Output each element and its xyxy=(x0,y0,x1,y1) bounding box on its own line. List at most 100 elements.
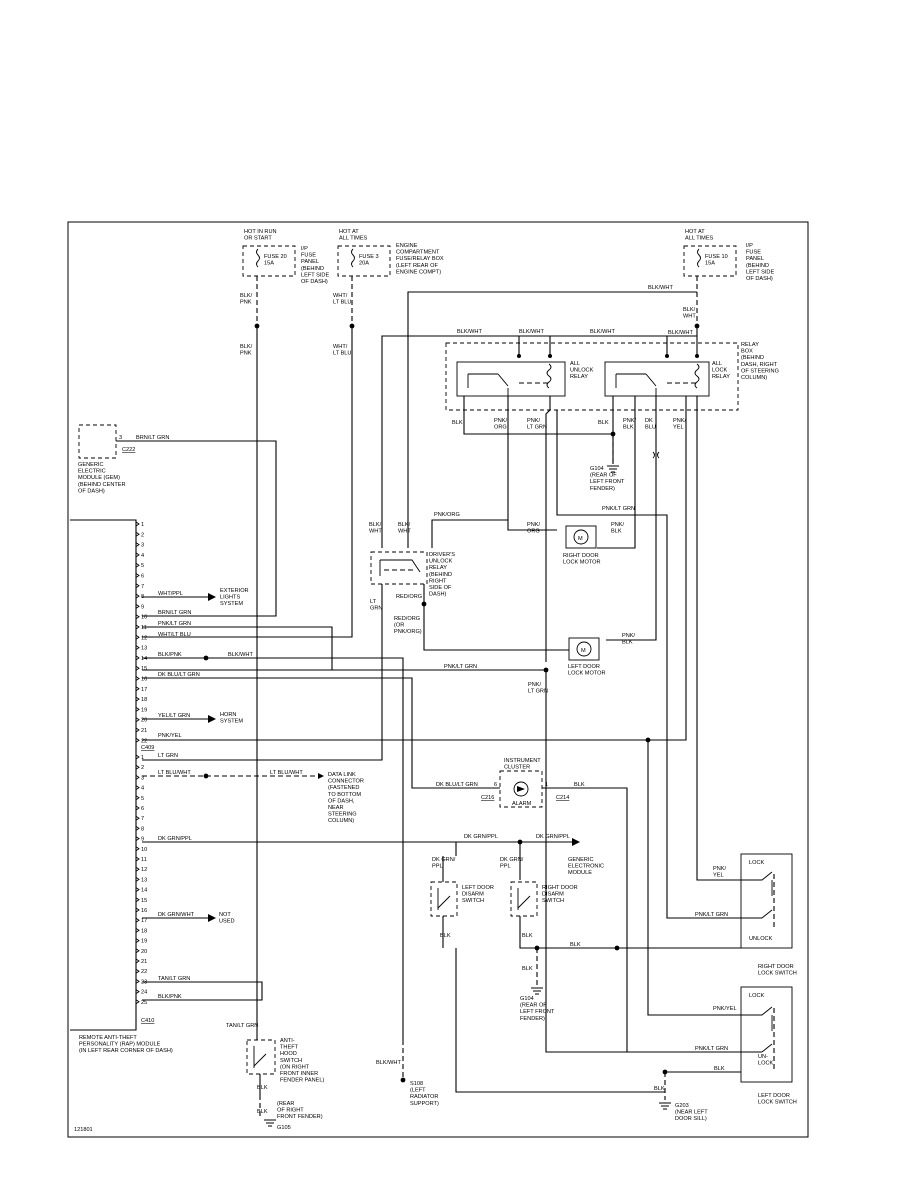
figure-id: 121801 xyxy=(74,1127,93,1133)
wire-blk-right-disarm: BLK xyxy=(522,933,533,939)
c410-pin-arrow xyxy=(135,979,140,984)
c409-pin-arrow xyxy=(135,676,140,681)
c410-pin-arrow xyxy=(135,948,140,954)
connector-c410-pins: 1234567891011121314151617181920212223242… xyxy=(135,754,147,1006)
c409-pin-label: 16 xyxy=(141,677,147,683)
c409-pin-label: 11 xyxy=(141,625,147,631)
wire-wht-ltblu-lower: WHT/LT BLU xyxy=(333,344,351,357)
wire-blk-wht-driver-a: BLK/WHT xyxy=(369,522,382,535)
c409-pin-label: 21 xyxy=(141,728,147,734)
c409-pin-arrow xyxy=(135,686,140,692)
alarm-label: ALARM xyxy=(512,801,532,807)
c409-pin-label: 4 xyxy=(141,553,144,559)
wire-wht-ppl: WHT/PPL xyxy=(158,591,183,597)
c409-pin-arrow xyxy=(135,696,140,702)
c409-pin-label: 1 xyxy=(141,522,144,528)
wire-blk-pnk-upper: BLK/PNK xyxy=(240,293,253,306)
c409-pin-arrow xyxy=(135,727,140,733)
c409-pin-arrow xyxy=(135,717,140,723)
motor-m-right: M xyxy=(578,536,583,542)
c410-pin-arrow xyxy=(135,968,140,974)
c409-pin-label: 13 xyxy=(141,646,147,652)
c410-pin-arrow xyxy=(135,754,140,760)
c410-pin-arrow xyxy=(135,887,140,892)
c409-pin-label: 5 xyxy=(141,563,144,569)
wire-blk-cluster: BLK xyxy=(574,782,585,788)
left-lock-switch-lock: LOCK xyxy=(749,993,765,999)
connector-c214: C214 xyxy=(556,795,569,801)
wire-pnk-org-driver: PNK/ORG xyxy=(434,512,460,518)
c409-pin-arrow xyxy=(135,531,140,537)
wire-blk-wht-f10: BLK/WHT xyxy=(683,307,696,320)
c409-pin-label: 22 xyxy=(141,738,147,744)
wire-pnk-ltgrn-left-switch: PNK/LT GRN xyxy=(695,1046,728,1052)
cluster-pin-6: 6 xyxy=(494,782,497,788)
wire-blk-wht-pin14: BLK/WHT xyxy=(228,652,253,658)
wire-blk-pnk-lower: BLK/PNK xyxy=(240,344,253,357)
wire-ltblu-wht-b: LT BLU/WHT xyxy=(270,770,303,776)
wire-pnk-ltgrn-pin11: PNK/LT GRN xyxy=(158,621,191,627)
cluster-pin-1: 1 xyxy=(545,782,548,788)
wire-blk-pnk-pin14: BLK/PNK xyxy=(158,652,182,658)
wire-pnk-yel-left-switch: PNK/YEL xyxy=(713,1006,737,1012)
c410-pin-label: 8 xyxy=(141,826,144,832)
c410-pin-arrow xyxy=(135,764,140,770)
wire-dkgrn-ppl-pin: DK GRN/PPL xyxy=(158,836,192,842)
wire-pnk-blk-motor: PNK/BLK xyxy=(611,522,625,535)
c410-pin-label: 13 xyxy=(141,877,147,883)
c409-pin-label: 17 xyxy=(141,687,147,693)
c410-pin-arrow xyxy=(135,897,140,903)
motor-m-left: M xyxy=(581,648,586,654)
right-lock-switch-unlock: UNLOCK xyxy=(749,936,773,942)
wire-pnk-blk-relay: PNK/BLK xyxy=(623,418,637,431)
c409-pin-label: 14 xyxy=(141,656,147,662)
c409-pin-arrow xyxy=(135,573,140,578)
c410-pin-label: 17 xyxy=(141,918,147,924)
wire-pnk-org-motor: PNK/ORG xyxy=(527,522,541,535)
c409-pin-label: 12 xyxy=(141,635,147,641)
diagram-frame xyxy=(67,221,809,1138)
c409-pin-arrow xyxy=(135,624,140,630)
left-lock-switch-unlock: UN-LOCK xyxy=(758,1054,774,1067)
c410-pin-label: 5 xyxy=(141,796,144,802)
c410-pin-arrow xyxy=(135,989,140,994)
c409-pin-label: 2 xyxy=(141,532,144,538)
wire-pnk-yel-right-switch: PNK/YEL xyxy=(713,866,727,879)
c410-pin-label: 14 xyxy=(141,888,147,894)
wire-lt-grn-h: LT GRN xyxy=(158,753,178,759)
c409-pin-label: 18 xyxy=(141,697,147,703)
wire-red-org: RED/ORG xyxy=(396,594,422,600)
wire-blk-unlock-relay: BLK xyxy=(452,420,463,426)
c409-pin-arrow xyxy=(135,604,140,609)
ground-g105-id: G105 xyxy=(277,1125,291,1131)
connector-c409-label: C409 xyxy=(141,745,154,751)
c410-pin-arrow xyxy=(135,999,140,1005)
c409-pin-label: 15 xyxy=(141,666,147,672)
c409-pin-arrow xyxy=(135,593,140,599)
c409-pin-arrow xyxy=(135,521,140,527)
